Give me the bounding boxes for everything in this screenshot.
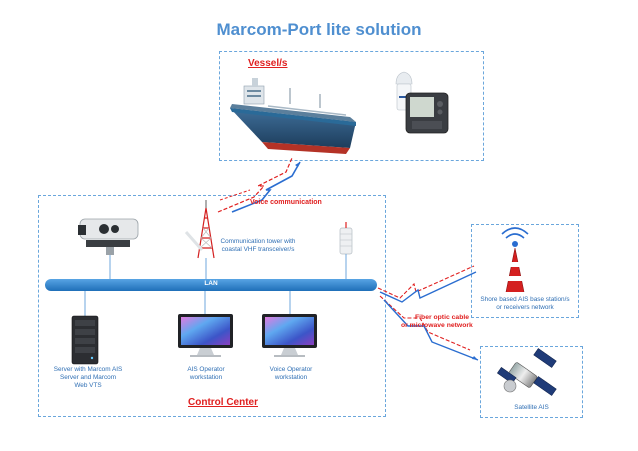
fiber-link-label: Fiber optic cable or microwave network <box>401 314 473 330</box>
tower-caption: Communication tower with coastal VHF tra… <box>205 238 311 254</box>
weather-sensor-icon <box>339 222 353 255</box>
shore-base-station-icon <box>501 227 529 293</box>
server-caption: Server with Marcom AIS Server and Marcom… <box>40 366 136 390</box>
ais-operator-monitor-icon <box>178 314 233 357</box>
shore-station-caption-line2: or receivers network <box>496 304 554 311</box>
satellite-caption: Satellite AIS <box>514 404 549 411</box>
lan-bus: LAN <box>45 279 377 291</box>
vessel-label: Vessel/s <box>248 58 288 69</box>
ais-operator-caption-line2: workstation <box>189 374 223 381</box>
shore-station-caption-line1: Shore based AIS base station/s <box>480 296 570 303</box>
voice-operator-caption-line2: workstation <box>274 374 308 381</box>
satellite-icon <box>496 348 557 396</box>
lan-label: LAN <box>204 280 218 287</box>
ais-display-unit-icon <box>405 92 449 134</box>
voice-operator-monitor-icon <box>262 314 317 357</box>
diagram-title: Marcom-Port lite solution <box>216 20 422 39</box>
voice-operator-caption-line1: Voice Operator <box>269 366 313 373</box>
shore-station-region <box>471 224 579 318</box>
communication-tower-icon <box>184 200 215 259</box>
tower-caption-line1: Communication tower with <box>220 238 296 245</box>
voice-communication-label: Voice communication <box>250 199 322 206</box>
control-center-region <box>38 195 386 417</box>
fiber-microwave-link <box>377 265 479 361</box>
fiber-link-label-line1: Fiber optic cable <box>415 314 470 321</box>
server-caption-line2: Server and Marcom <box>59 374 117 381</box>
ptz-camera-icon <box>78 218 139 255</box>
server-caption-line1: Server with Marcom AIS <box>53 366 123 373</box>
tower-caption-line2: coastal VHF transceiver/s <box>221 246 295 253</box>
ais-operator-caption: AIS Operator workstation <box>170 366 242 382</box>
fiber-link-label-line2: or microwave network <box>401 322 473 329</box>
shore-station-caption: Shore based AIS base station/s or receiv… <box>471 296 579 312</box>
voice-operator-caption: Voice Operator workstation <box>254 366 328 382</box>
vessel-ship-icon <box>230 78 356 154</box>
server-rack-icon <box>71 315 99 365</box>
voice-link <box>217 157 301 213</box>
server-caption-line3: Web VTS <box>74 382 102 389</box>
satellite-region <box>480 346 583 418</box>
control-center-label: Control Center <box>188 397 258 408</box>
ais-operator-caption-line1: AIS Operator <box>187 366 225 373</box>
vessel-region <box>219 51 484 161</box>
